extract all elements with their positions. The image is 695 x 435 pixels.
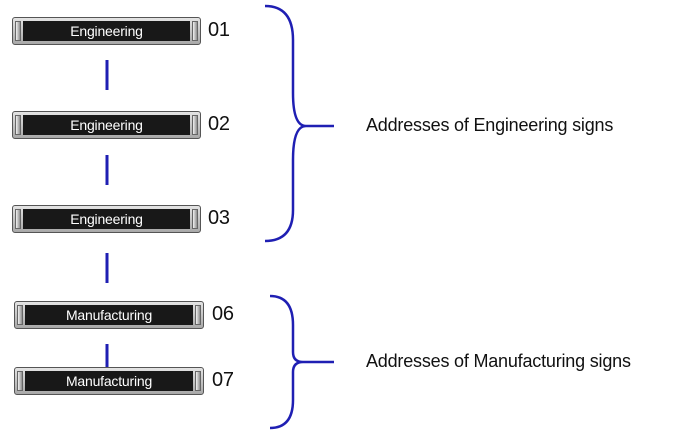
sign-end-cap [17,371,23,391]
manufacturing-sign-2: Manufacturing [14,367,204,395]
sign-label: Engineering [23,21,190,41]
sign-end-cap [15,115,21,135]
manufacturing-sign-1: Manufacturing [14,301,204,329]
engineering-group-label: Addresses of Engineering signs [366,115,614,135]
sign-end-cap [195,305,201,325]
engineering-brace [264,4,307,243]
sign-end-cap [17,305,23,325]
sign-address: 03 [208,207,230,229]
sign-end-cap [192,21,198,41]
manufacturing-group-label: Addresses of Manufacturing signs [366,351,631,371]
sign-address: 02 [208,113,230,135]
manufacturing-brace [269,294,304,430]
sign-end-cap [192,115,198,135]
engineering-sign-1: Engineering [12,17,201,45]
sign-end-cap [15,209,21,229]
engineering-sign-2: Engineering [12,111,201,139]
sign-end-cap [15,21,21,41]
sign-address: 01 [208,19,230,41]
sign-label: Engineering [23,209,190,229]
sign-label: Engineering [23,115,190,135]
sign-address: 07 [212,369,234,391]
sign-address: 06 [212,303,234,325]
sign-label: Manufacturing [25,371,193,391]
sign-end-cap [192,209,198,229]
sign-label: Manufacturing [25,305,193,325]
engineering-sign-3: Engineering [12,205,201,233]
sign-end-cap [195,371,201,391]
